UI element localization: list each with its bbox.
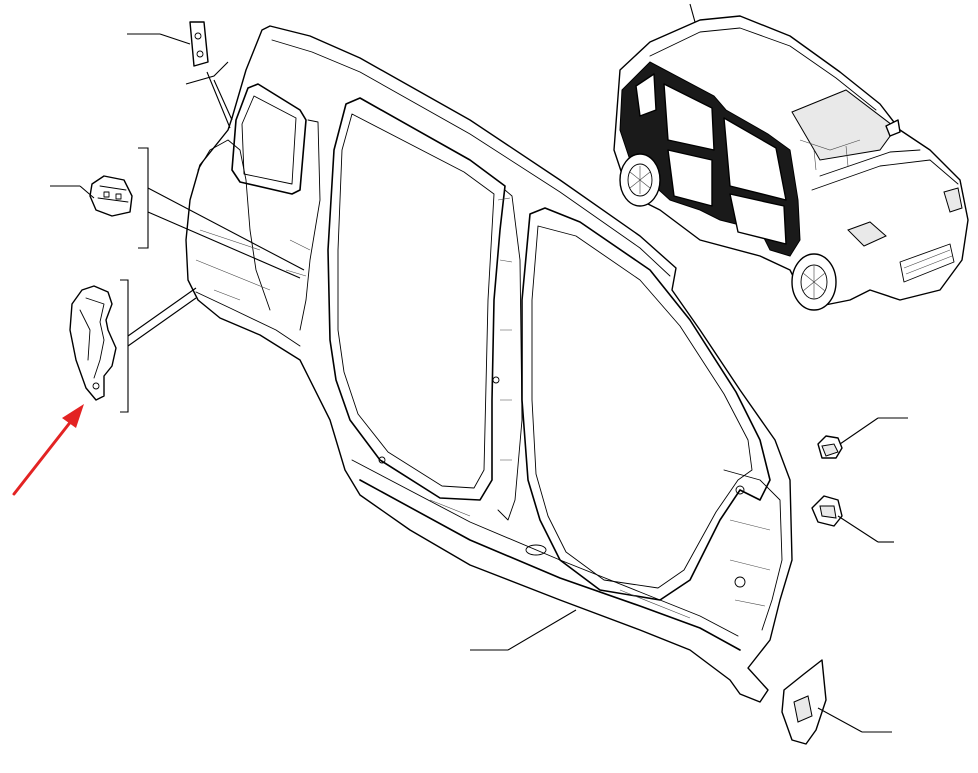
upper-bracket-leader bbox=[138, 147, 305, 279]
upper-bracket[interactable] bbox=[50, 175, 133, 217]
vehicle-overview bbox=[613, 3, 969, 311]
lower-pillar-gusset[interactable] bbox=[781, 659, 892, 745]
side-body-panel[interactable] bbox=[185, 25, 793, 703]
gusset-plate-small[interactable] bbox=[127, 21, 209, 67]
rear-wheelarch-reinforcement[interactable] bbox=[69, 285, 117, 401]
clip-bracket[interactable] bbox=[811, 495, 894, 543]
cage-nut[interactable] bbox=[817, 417, 908, 459]
highlight-arrow bbox=[12, 404, 84, 496]
gusset-leader-bracket bbox=[185, 61, 233, 129]
wheelarch-leader bbox=[120, 279, 197, 413]
side-panel-leader bbox=[470, 609, 577, 651]
